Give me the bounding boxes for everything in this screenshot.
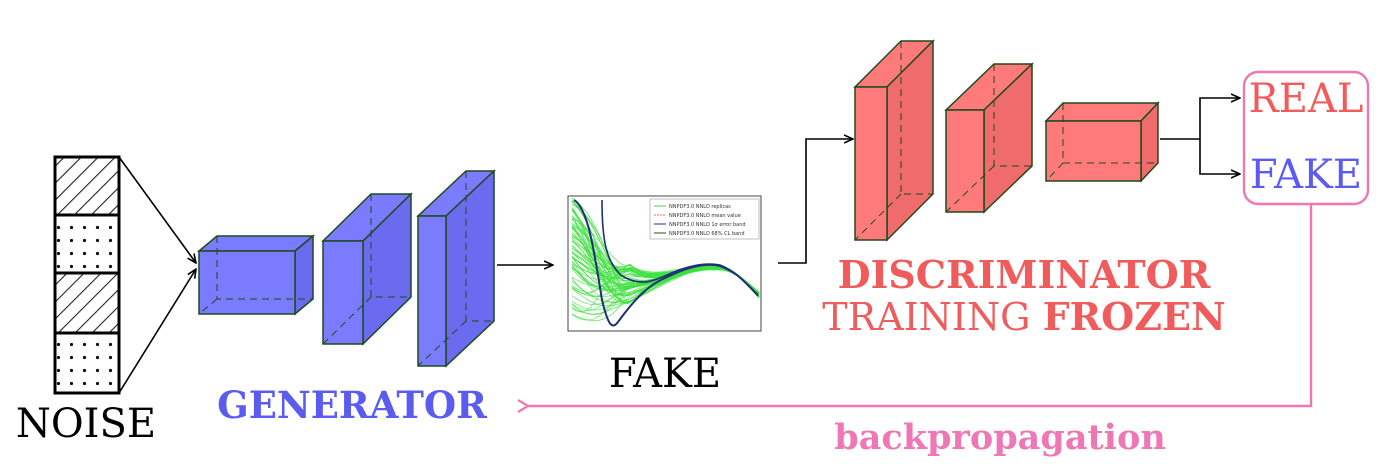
noise-vector <box>53 155 121 395</box>
output-arrow-real <box>1199 98 1240 139</box>
output-fake-label: FAKE <box>1250 152 1362 198</box>
generator-layer-1 <box>196 234 316 316</box>
generator-network <box>196 169 496 368</box>
legend-entry-4: NNPDF3.0 NNLO 68% CL band <box>669 231 745 237</box>
fake-sample-plot: NNPDF3.0 NNLO replicas NNPDF3.0 NNLO mea… <box>567 195 762 332</box>
discriminator-subtitle-plain: TRAINING <box>822 295 1042 339</box>
noise-cell-dotted-2 <box>53 331 121 395</box>
noise-to-generator-arrow-bottom <box>118 269 196 394</box>
backpropagation-arrow <box>528 204 1313 406</box>
discriminator-subtitle: TRAINING FROZEN <box>822 294 1225 339</box>
plot-legend <box>649 198 760 240</box>
noise-label: NOISE <box>16 401 156 447</box>
noise-to-generator-arrow-top <box>118 156 196 263</box>
discriminator-label: DISCRIMINATOR <box>838 252 1211 297</box>
output-real-label: REAL <box>1249 76 1364 122</box>
discriminator-layer-2 <box>944 62 1034 214</box>
discriminator-subtitle-bold: FROZEN <box>1043 294 1226 339</box>
legend-entry-3: NNPDF3.0 NNLO 1σ error band <box>669 222 746 228</box>
discriminator-network <box>853 39 1160 242</box>
noise-cell-dotted-1 <box>53 213 121 275</box>
noise-cell-hatched-1 <box>53 155 121 217</box>
legend-entry-1: NNPDF3.0 NNLO replicas <box>669 204 731 210</box>
output-arrow-fake <box>1199 139 1240 174</box>
discriminator-layer-1 <box>853 39 935 242</box>
sample-to-discriminator-arrow <box>778 139 853 264</box>
generator-label: GENERATOR <box>217 383 487 427</box>
mean-curve <box>573 199 759 327</box>
generator-layer-3 <box>416 169 496 368</box>
fake-sample-label: FAKE <box>609 351 721 397</box>
noise-cell-hatched-2 <box>53 271 121 335</box>
error-band-curve <box>601 199 759 297</box>
legend-entry-2: NNPDF3.0 NNLO mean value <box>669 213 741 219</box>
discriminator-layer-3 <box>1044 101 1160 183</box>
backpropagation-label: backpropagation <box>834 417 1166 458</box>
generator-layer-2 <box>321 192 413 346</box>
output-box <box>1242 70 1370 206</box>
